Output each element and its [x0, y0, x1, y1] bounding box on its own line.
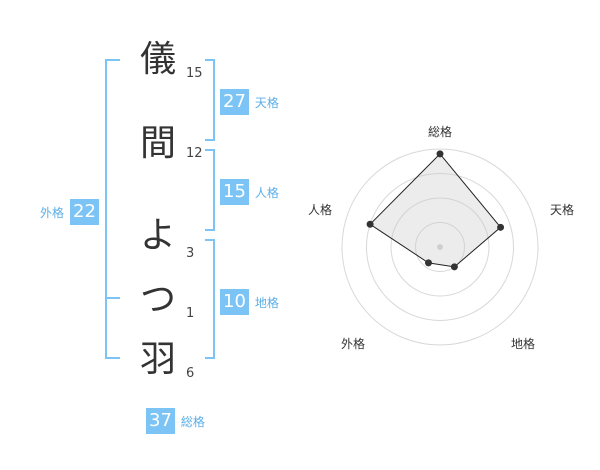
radar-polygon [369, 153, 502, 268]
chikaku-value: 10 [220, 289, 249, 315]
name-char-1: 儀 [139, 39, 176, 80]
radar-ring-4 [341, 148, 539, 346]
radar-axis-label-jinkaku: 人格 [308, 203, 333, 217]
tenkaku-badge: 27 天格 [220, 89, 279, 115]
name-char-2: 間 [139, 123, 176, 164]
chikaku-badge: 10 地格 [220, 289, 279, 315]
radar-center [437, 244, 443, 250]
radar-point-3 [450, 263, 458, 271]
chikaku-bracket [205, 239, 215, 359]
radar-axis-label-tenkaku: 天格 [550, 203, 575, 217]
chikaku-label: 地格 [254, 295, 279, 310]
jinkaku-label: 人格 [254, 185, 279, 200]
radar-axis-label-chikaku: 地格 [511, 337, 536, 351]
radar-ring-1 [415, 222, 465, 272]
gaikaku-badge: 外格 22 [40, 199, 99, 225]
name-char-4: つ [139, 279, 176, 320]
radar-point-2 [497, 223, 505, 231]
radar-ring-3 [366, 173, 514, 321]
radar-point-5 [366, 220, 374, 228]
soukaku-badge: 37 総格 [146, 408, 205, 434]
stroke-count-5: 6 [186, 366, 195, 381]
radar-ring-2 [390, 197, 490, 297]
gaikaku-value: 22 [70, 199, 99, 225]
jinkaku-bracket [205, 149, 215, 231]
radar-point-1 [436, 150, 444, 158]
stroke-count-3: 3 [186, 246, 195, 261]
soukaku-value: 37 [146, 408, 175, 434]
radar-point-4 [424, 259, 432, 267]
name-char-5: 羽 [139, 339, 176, 380]
name-char-3: よ [139, 215, 176, 256]
tenkaku-value: 27 [220, 89, 249, 115]
radar-axis-label-soukaku: 総格 [428, 125, 453, 139]
stroke-count-1: 15 [186, 66, 203, 81]
stroke-count-4: 1 [186, 306, 195, 321]
tenkaku-label: 天格 [254, 95, 279, 110]
jinkaku-value: 15 [220, 179, 249, 205]
soukaku-label: 総格 [180, 414, 205, 429]
stroke-count-2: 12 [186, 146, 203, 161]
tenkaku-bracket [205, 59, 215, 141]
radar-chart [341, 148, 539, 346]
gaikaku-bracket [105, 59, 120, 359]
jinkaku-badge: 15 人格 [220, 179, 279, 205]
gaikaku-label: 外格 [40, 205, 65, 220]
radar-axis-label-gaikaku: 外格 [341, 337, 366, 351]
